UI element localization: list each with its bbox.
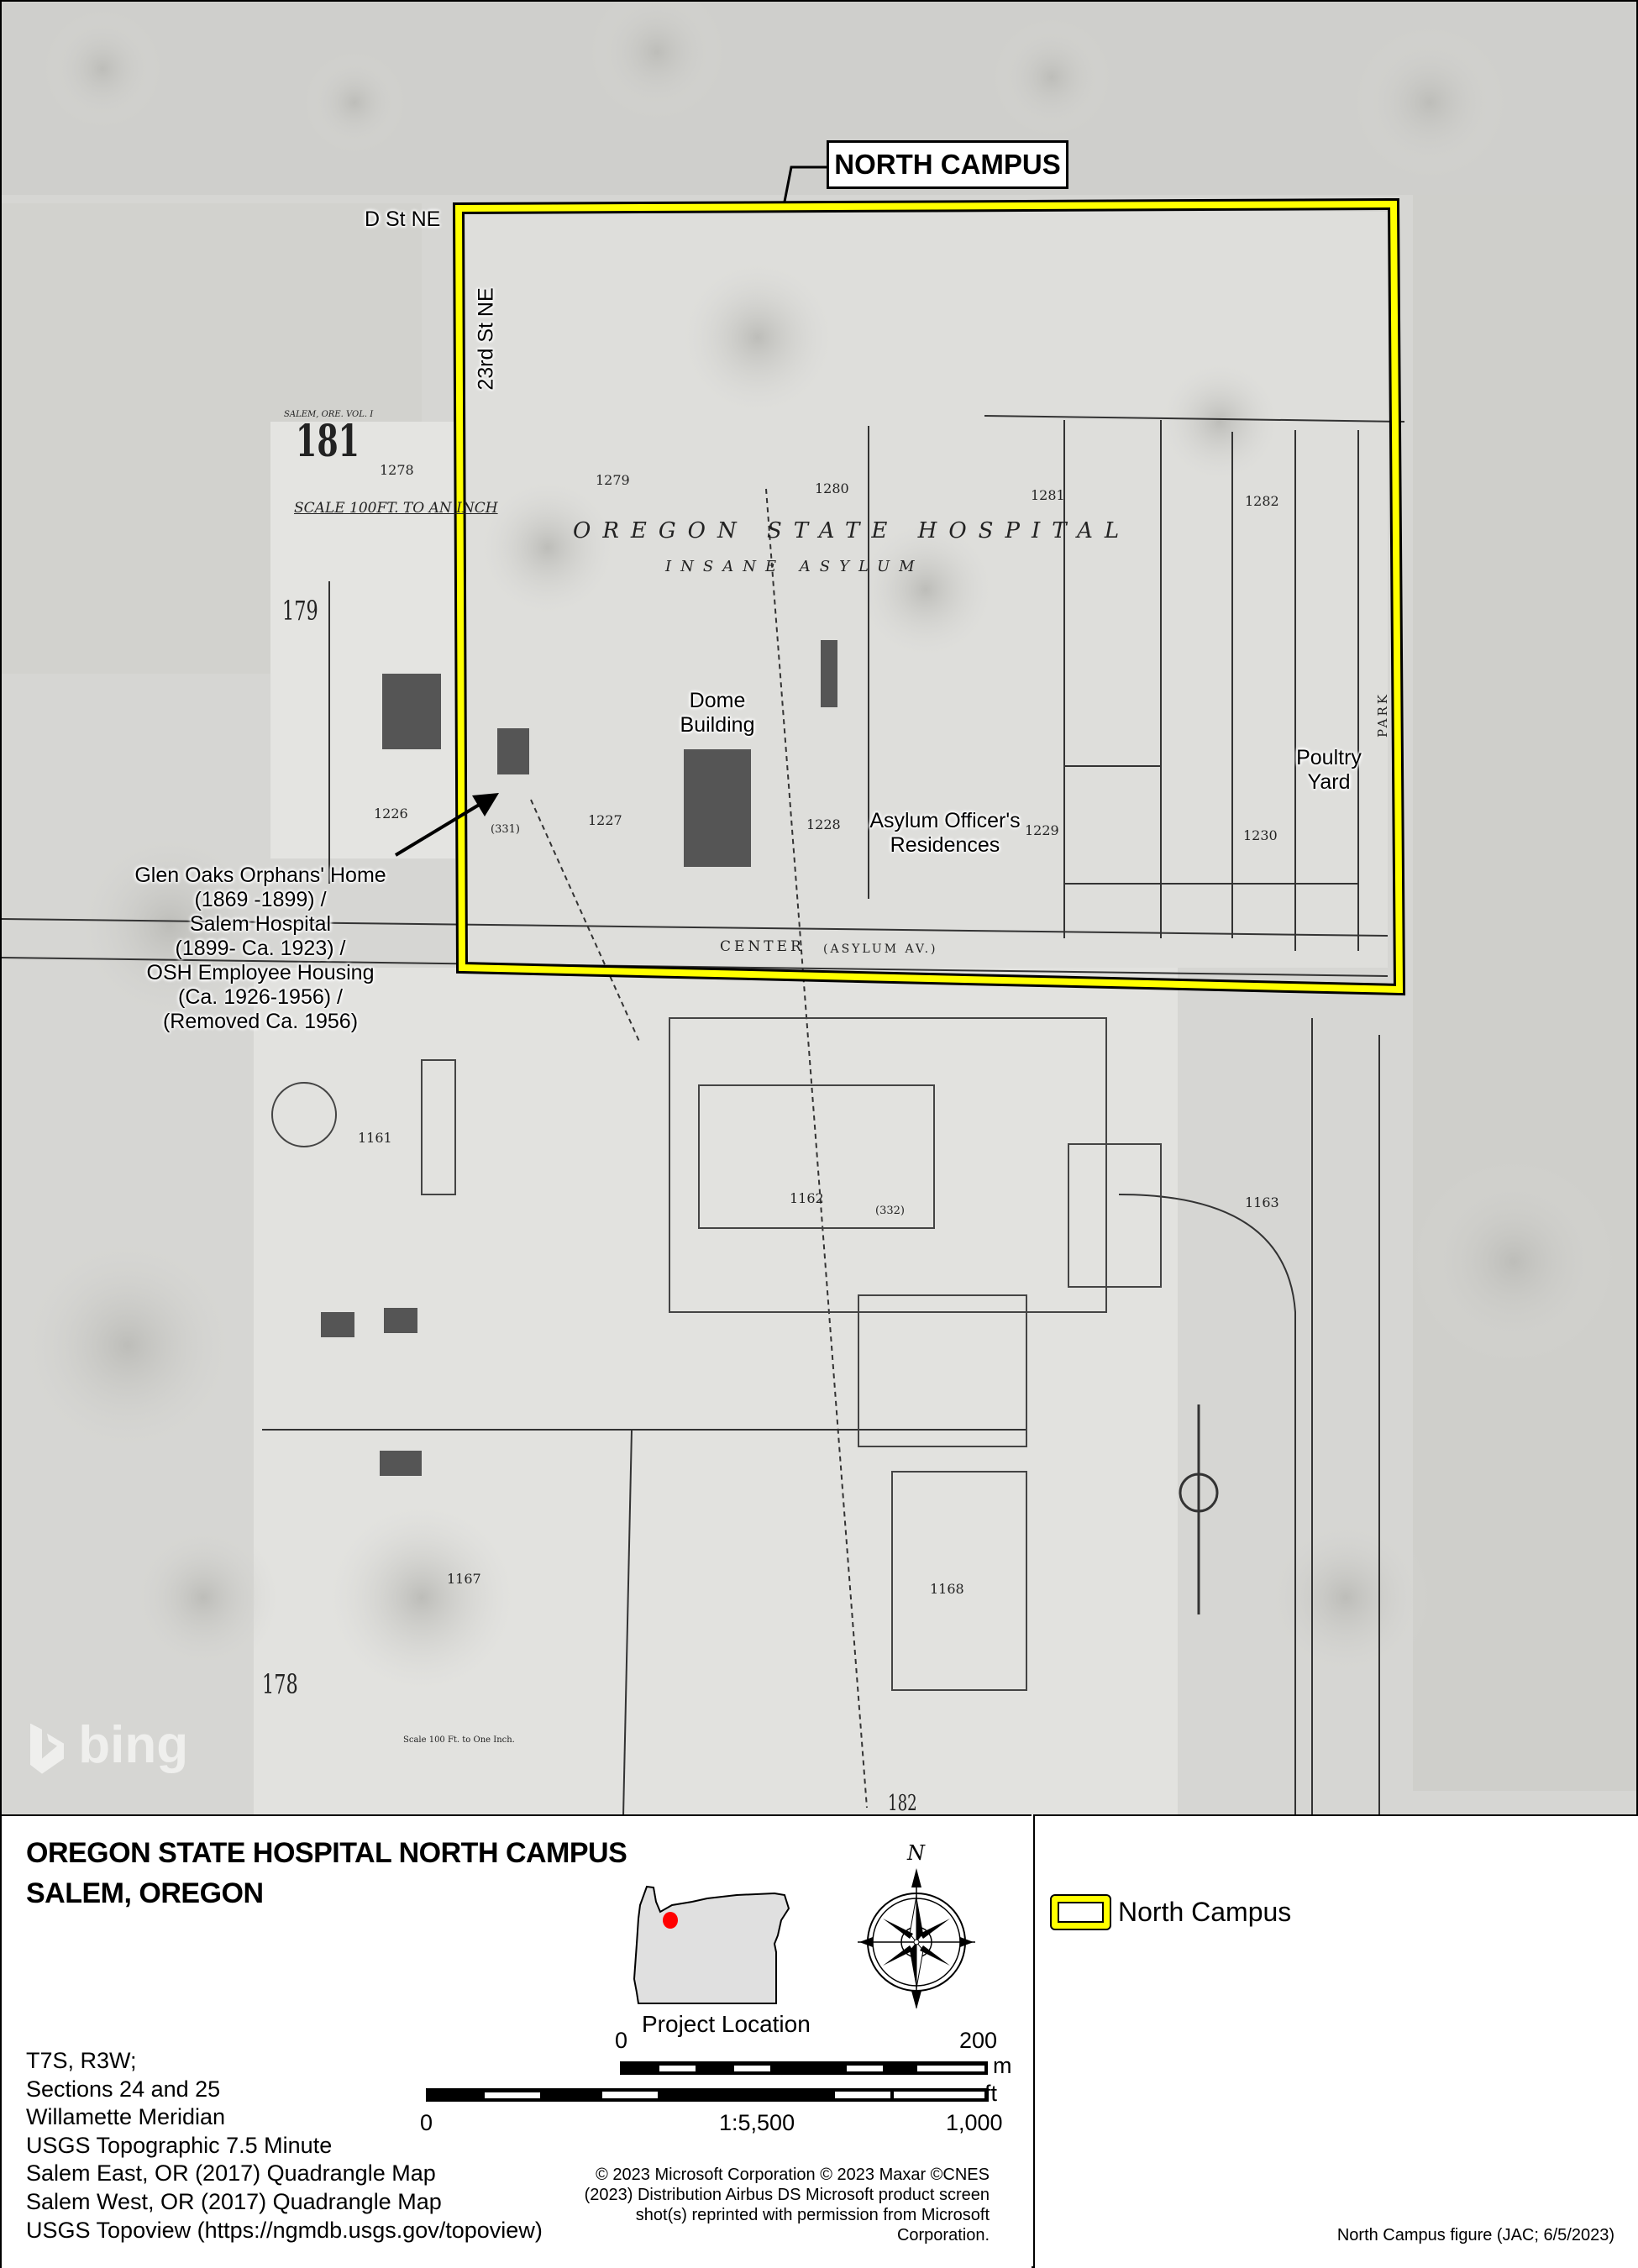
callout-asylum-officers-residences: Asylum Officer's Residences	[861, 809, 1029, 858]
map-view[interactable]: NORTH CAMPUS D St NE 23rd St NE Dome Bui…	[2, 2, 1636, 1814]
map-source-info: T7S, R3W; Sections 24 and 25 Willamette …	[26, 2047, 543, 2244]
callout-line: Building	[680, 713, 755, 737]
callout-poultry-yard: Poultry Yard	[1287, 746, 1371, 795]
street-label-d-st: D St NE	[365, 207, 441, 231]
sanborn-subtitle: INSANE ASYLUM	[665, 558, 924, 575]
meta-line: USGS Topographic 7.5 Minute	[26, 2132, 333, 2158]
map-basemap	[2, 2, 1636, 1814]
callout-line: Residences	[890, 833, 1000, 857]
map-title: OREGON STATE HOSPITAL NORTH CAMPUS	[26, 1837, 627, 1869]
callout-line: Dome	[689, 689, 746, 712]
block-number: 1162	[790, 1190, 824, 1206]
callout-line: Yard	[1307, 770, 1351, 794]
sheet-number: 178	[262, 1668, 298, 1700]
copyright-line: (2023) Distribution Airbus DS Microsoft …	[584, 2186, 990, 2204]
legend-label: North Campus	[1118, 1897, 1292, 1927]
bing-logo-icon	[30, 1723, 64, 1774]
block-number: 1229	[1025, 822, 1059, 838]
figure-credit: North Campus figure (JAC; 6/5/2023)	[1336, 2226, 1614, 2244]
block-number: 1227	[588, 812, 622, 828]
block-number: 1161	[358, 1130, 392, 1146]
callout-line: Glen Oaks Orphans' Home	[134, 864, 386, 887]
sanborn-title: OREGON STATE HOSPITAL	[573, 518, 1131, 543]
callout-line: (1899- Ca. 1923) /	[175, 937, 346, 960]
oregon-locator-inset	[633, 1885, 790, 2004]
scale-m-unit: m	[993, 2053, 1012, 2078]
sanborn-vol: SALEM, ORE. VOL. I	[284, 410, 374, 419]
callout-line: OSH Employee Housing	[146, 961, 375, 984]
meta-line: Salem East, OR (2017) Quadrangle Map	[26, 2160, 436, 2187]
block-number: 1168	[930, 1581, 964, 1597]
block-number: (331)	[491, 823, 520, 836]
sanborn-scale: SCALE 100FT. TO AN INCH	[294, 500, 498, 517]
map-subtitle: SALEM, OREGON	[26, 1877, 264, 1909]
legend-swatch-boundary	[1050, 1894, 1111, 1930]
sanborn-sheet: 181	[296, 416, 360, 467]
compass-rose-icon	[858, 1868, 975, 2009]
callout-glen-oaks: Glen Oaks Orphans' Home (1869 -1899) / S…	[118, 864, 403, 1034]
scale-m-end: 200	[959, 2028, 998, 2053]
scale-ft-end: 1,000	[946, 2110, 1003, 2135]
callout-dome-building: Dome Building	[665, 689, 769, 738]
bing-watermark: bing	[30, 1715, 188, 1775]
legend-panel: North Campus North Campus figure (JAC; 6…	[1033, 1814, 1638, 2268]
sheet-number: 179	[282, 595, 318, 627]
copyright-line: © 2023 Microsoft Corporation © 2023 Maxa…	[596, 2166, 990, 2184]
inset-label: Project Location	[642, 2011, 811, 2037]
block-number: 1230	[1243, 827, 1278, 843]
block-number: 1281	[1031, 487, 1065, 503]
north-label: N	[907, 1841, 925, 1865]
street-label-23rd-st: 23rd St NE	[474, 287, 498, 391]
title-panel: OREGON STATE HOSPITAL NORTH CAMPUS SALEM…	[2, 1814, 1032, 2268]
copyright-line: Corporation.	[896, 2226, 990, 2244]
copyright-notice: © 2023 Microsoft Corporation © 2023 Maxa…	[585, 2165, 990, 2245]
block-number: 1280	[815, 480, 849, 496]
block-number: 1228	[806, 816, 841, 832]
callout-line: (Ca. 1926-1956) /	[178, 985, 343, 1009]
sanborn-asylum-av: (ASYLUM AV.)	[823, 942, 938, 956]
project-location-marker	[663, 1912, 678, 1929]
callout-line: Salem Hospital	[189, 912, 332, 936]
meta-line: Willamette Meridian	[26, 2104, 226, 2130]
callout-line: (Removed Ca. 1956)	[162, 1010, 359, 1033]
bing-wordmark: bing	[78, 1716, 189, 1774]
meta-line: Salem West, OR (2017) Quadrangle Map	[26, 2188, 442, 2214]
north-campus-boundary	[454, 200, 1404, 994]
scale-ratio: 1:5,500	[719, 2110, 795, 2135]
sanborn-scale-bottom: Scale 100 Ft. to One Inch.	[403, 1735, 515, 1745]
block-number: 1282	[1245, 493, 1279, 509]
sanborn-park: PARK	[1375, 691, 1391, 738]
scale-bar-m	[620, 2061, 988, 2075]
north-campus-label: NORTH CAMPUS	[827, 140, 1068, 189]
oregon-state-shape	[633, 1885, 790, 2004]
copyright-line: shot(s) reprinted with permission from M…	[635, 2206, 990, 2224]
meta-line: Sections 24 and 25	[26, 2076, 221, 2102]
callout-line: Asylum Officer's	[869, 809, 1021, 832]
scale-m-start: 0	[615, 2028, 628, 2053]
scale-ft-start: 0	[420, 2110, 433, 2135]
sheet-number: 182	[888, 1791, 917, 1814]
scale-bar	[426, 2061, 989, 2102]
meta-line: T7S, R3W;	[26, 2048, 137, 2073]
block-number: 1226	[374, 806, 408, 822]
block-number: 1163	[1245, 1194, 1279, 1210]
block-number: 1279	[596, 472, 630, 488]
sanborn-center: CENTER	[720, 938, 805, 955]
block-number: 1278	[380, 462, 414, 478]
meta-line: USGS Topoview (https://ngmdb.usgs.gov/to…	[26, 2217, 543, 2243]
callout-line: Poultry	[1296, 746, 1362, 769]
block-number: 1167	[447, 1571, 481, 1587]
callout-line: (1869 -1899) /	[194, 888, 327, 911]
block-number: (332)	[875, 1205, 905, 1217]
legend-item-north-campus: North Campus	[1050, 1894, 1292, 1930]
